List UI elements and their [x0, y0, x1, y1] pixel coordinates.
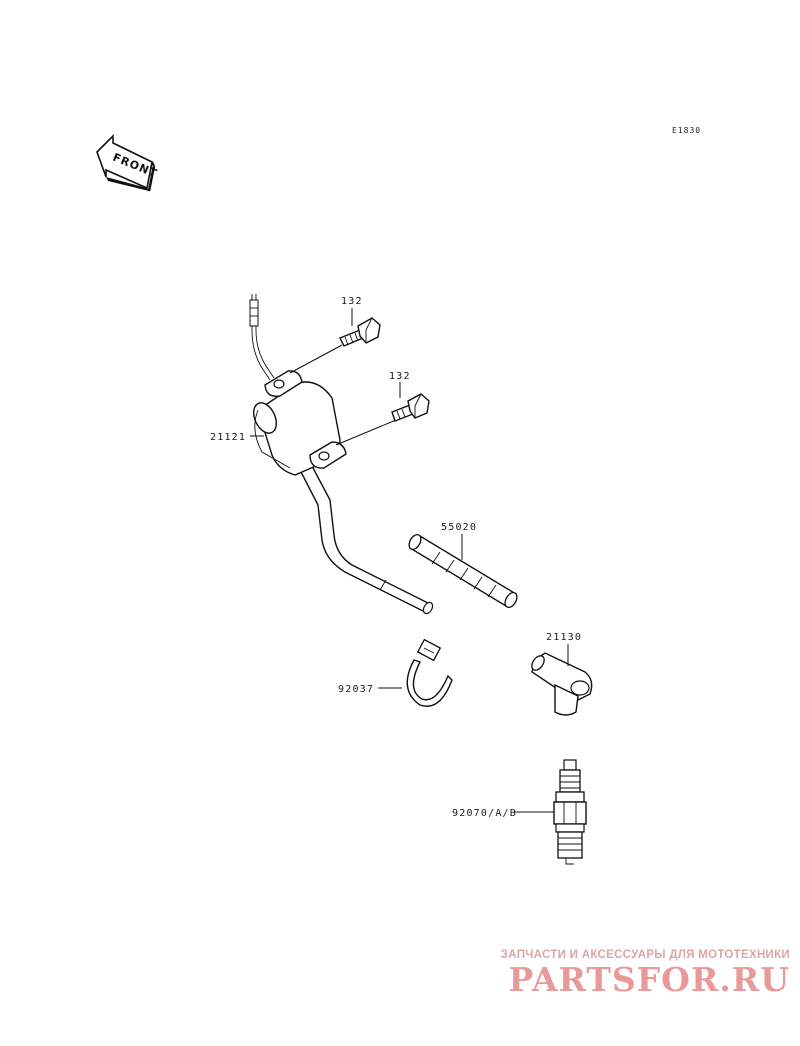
leader-lines: [250, 308, 569, 813]
front-arrow-icon: FRONT: [96, 134, 159, 192]
band-clamp: [406, 638, 453, 707]
callout-bolt-upper: 132: [341, 296, 363, 307]
callout-spark-plug: 92070/A/B: [452, 808, 517, 819]
spark-plug: [553, 759, 587, 865]
bolt-lower: [335, 393, 430, 446]
callout-tube: 55020: [441, 522, 477, 533]
protective-tube: [408, 533, 518, 609]
ignition-coil: [249, 294, 434, 615]
callout-band: 92037: [338, 684, 374, 695]
diagram-code: E1830: [672, 126, 701, 135]
callout-ignition-coil: 21121: [210, 432, 246, 443]
watermark-logo: PARTSFOR.RU: [508, 960, 790, 999]
spark-plug-cap: [531, 652, 593, 716]
bolt-upper: [289, 317, 381, 374]
callout-plug-cap: 21130: [546, 632, 582, 643]
callout-bolt-lower: 132: [389, 371, 411, 382]
watermark-tagline: ЗАПЧАСТИ И АКСЕССУАРЫ ДЛЯ МОТОТЕХНИКИ: [500, 949, 790, 961]
